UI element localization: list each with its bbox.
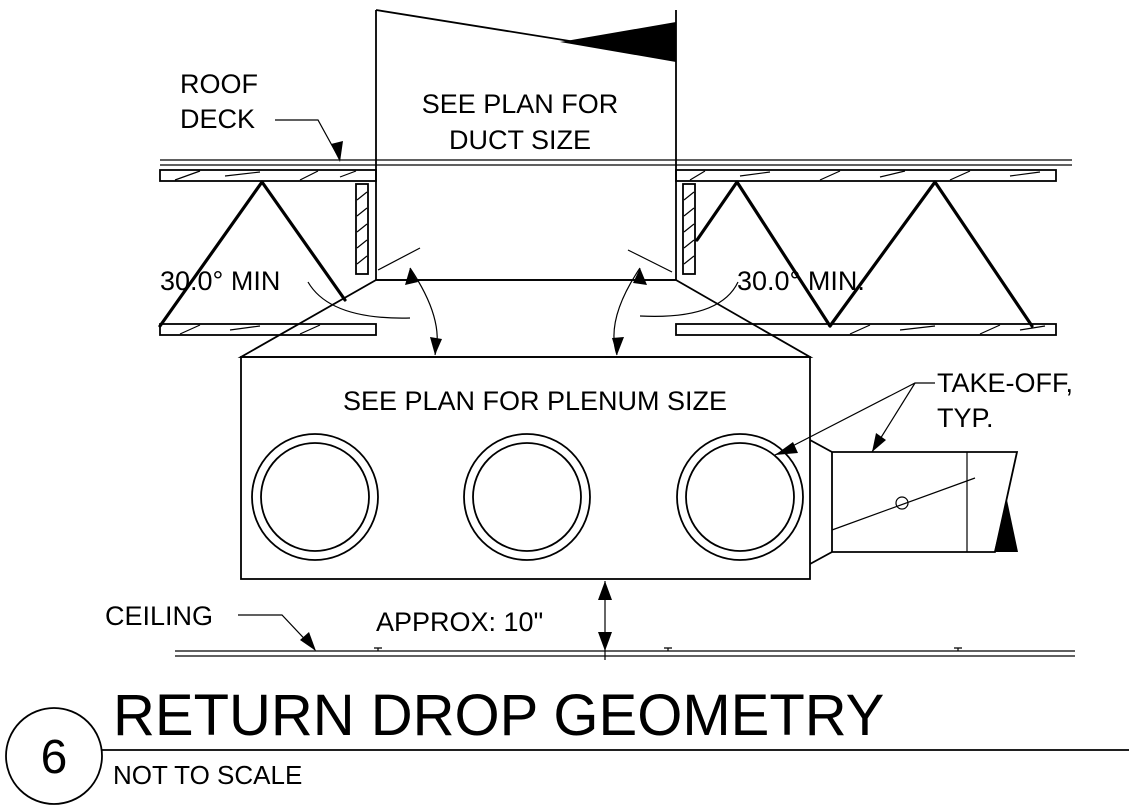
takeoff-label-line2: TYP.	[937, 403, 994, 433]
takeoff-leader	[774, 382, 935, 456]
joist-bottom-chord-left	[159, 323, 377, 336]
branch-break-mark	[994, 500, 1018, 552]
detail-number: 6	[41, 731, 68, 784]
plenum-size-label: SEE PLAN FOR PLENUM SIZE	[343, 386, 727, 416]
joist-webs	[158, 180, 1034, 328]
clearance-dimension	[598, 581, 612, 660]
joist-top-chord-right	[675, 169, 1057, 182]
takeoff-circle-2	[463, 433, 591, 561]
takeoff-circle-3	[676, 433, 804, 561]
plenum-box	[237, 279, 814, 580]
duct-size-label-line1: SEE PLAN FOR	[422, 89, 619, 119]
clearance-label: APPROX: 10"	[376, 607, 543, 637]
joist-bottom-chord-right	[675, 323, 1057, 336]
hanger-strap-left	[355, 183, 369, 275]
roof-deck-label-line1: ROOF	[180, 69, 258, 99]
duct-break-mark	[560, 22, 676, 62]
joist-top-chord-left	[159, 169, 377, 182]
title-block: 6 RETURN DROP GEOMETRY NOT TO SCALE	[5, 683, 1129, 805]
takeoff-circle-1	[251, 433, 379, 561]
ceiling-label: CEILING	[105, 601, 213, 631]
takeoff-branch-duct	[809, 439, 1019, 565]
roof-deck-leader	[275, 119, 343, 162]
ceiling-leader	[238, 614, 316, 651]
ceiling-line	[175, 647, 1075, 657]
roof-deck-label-line2: DECK	[180, 104, 255, 134]
angle-right-label: 30.0° MIN.	[737, 266, 865, 296]
angle-mark-right	[605, 249, 739, 358]
roof-deck	[160, 159, 1072, 166]
angle-left-label: 30.0° MIN	[160, 266, 280, 296]
detail-number-bubble	[5, 707, 103, 805]
drawing-title: RETURN DROP GEOMETRY	[113, 683, 884, 748]
duct-size-label-line2: DUCT SIZE	[449, 125, 591, 155]
scale-note: NOT TO SCALE	[113, 760, 302, 790]
angle-mark-left	[307, 247, 450, 358]
hanger-strap-right	[682, 183, 696, 275]
takeoff-label-line1: TAKE-OFF,	[937, 368, 1073, 398]
